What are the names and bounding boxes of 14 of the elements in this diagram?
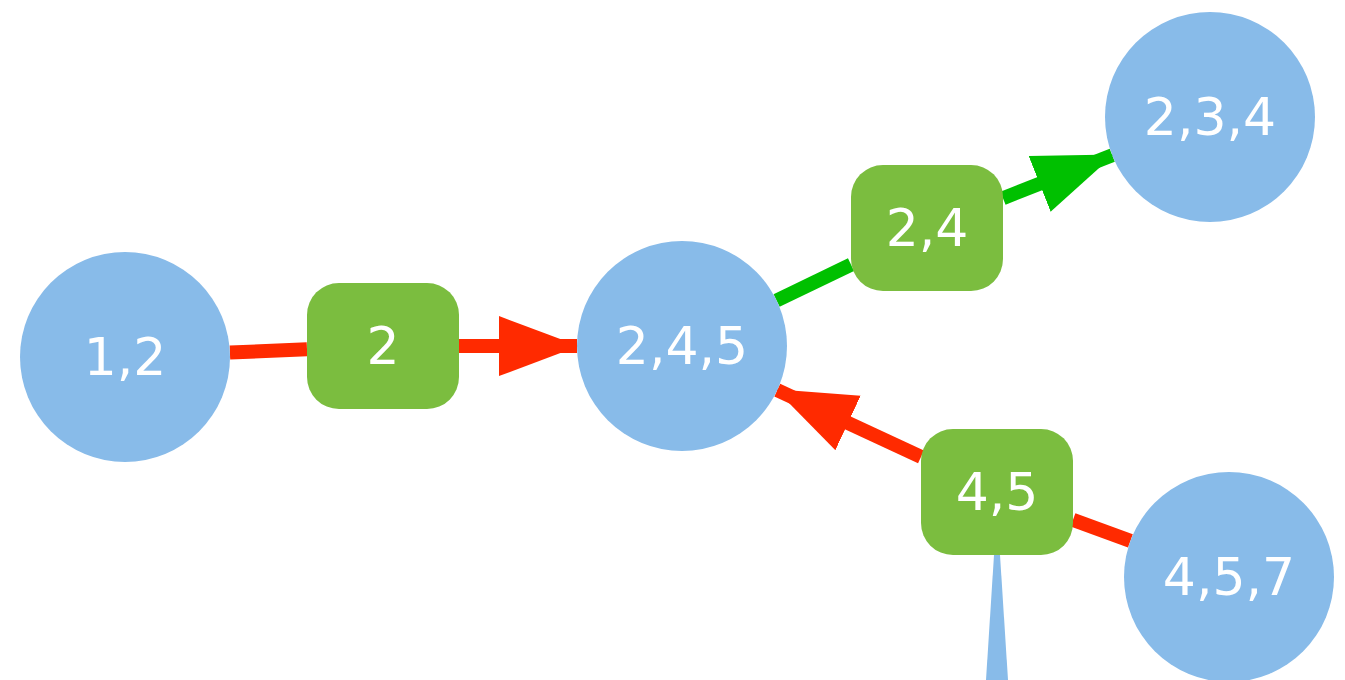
- label-box: [307, 283, 459, 409]
- node-label: 4,5,7: [1162, 547, 1296, 607]
- node-label: 1,2: [83, 327, 167, 387]
- node-label: 2: [366, 316, 400, 376]
- arrow: [774, 383, 924, 464]
- node-label: 2,4,5: [615, 316, 749, 376]
- label-box: [851, 165, 1003, 291]
- connector-line: [229, 342, 308, 360]
- node-label: 4,5: [955, 462, 1039, 522]
- arrow: [459, 316, 579, 376]
- label-box: [921, 429, 1073, 555]
- connector-line: [773, 258, 855, 307]
- node-label: 2,4: [885, 198, 969, 258]
- node-label: 2,3,4: [1143, 87, 1277, 147]
